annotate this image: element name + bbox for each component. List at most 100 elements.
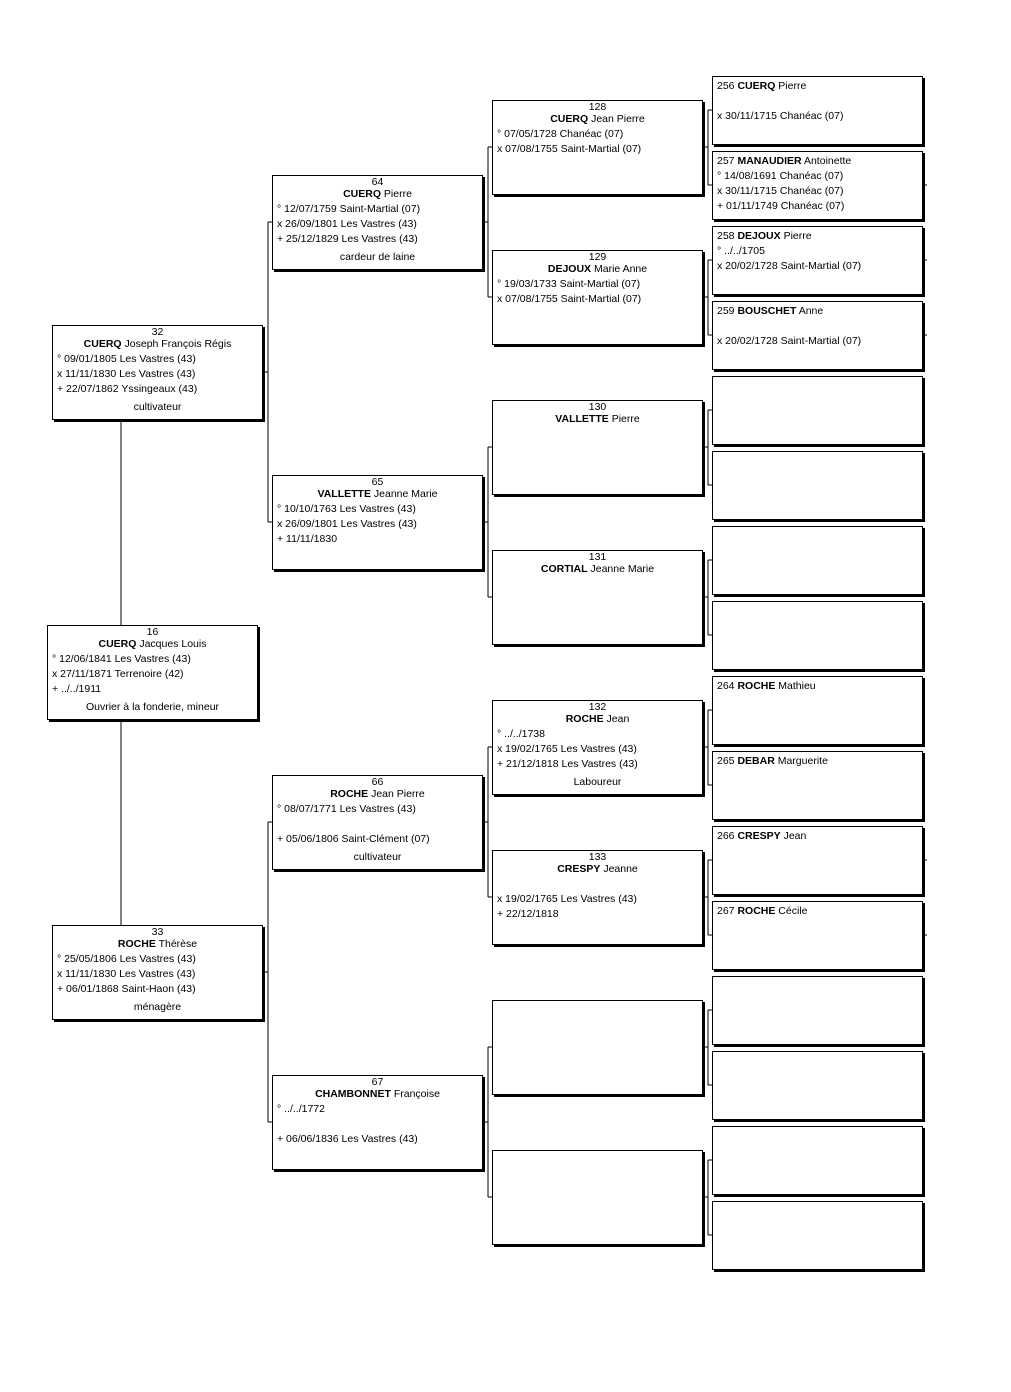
sosa-number: 131 — [588, 551, 607, 563]
person-card-33[interactable]: 33 ROCHE Thérèse ° 25/05/1806 Les Vastre… — [52, 925, 263, 1020]
surname: CHAMBONNET — [315, 1088, 391, 1100]
profession: Ouvrier à la fonderie, mineur — [85, 701, 220, 713]
birth-line: ° ../../1772 — [277, 1103, 325, 1115]
person-card-64[interactable]: 64 CUERQ Pierre ° 12/07/1759 Saint-Marti… — [272, 175, 483, 270]
marriage-line: x 07/08/1755 Saint-Martial (07) — [497, 293, 642, 305]
person-card-266[interactable]: 266 CRESPY Jean — [712, 826, 923, 895]
given-name: Jean — [606, 713, 630, 725]
person-card-empty-134[interactable] — [492, 1000, 703, 1095]
empty-line — [713, 95, 922, 107]
person-name: ROCHE Thérèse — [53, 938, 262, 950]
given-name: Marguerite — [777, 755, 828, 767]
person-card-empty-260[interactable] — [712, 376, 923, 445]
person-card-130[interactable]: 130 VALLETTE Pierre — [492, 400, 703, 495]
person-card-empty-271[interactable] — [712, 1201, 923, 1270]
surname: CUERQ — [550, 113, 589, 125]
marriage-line: x 26/09/1801 Les Vastres (43) — [277, 518, 417, 530]
person-card-265[interactable]: 265 DEBAR Marguerite — [712, 751, 923, 820]
birth-line: ° 07/05/1728 Chanéac (07) — [497, 128, 624, 140]
person-header: 266 CRESPY Jean — [713, 830, 922, 842]
marriage-line: x 20/02/1728 Saint-Martial (07) — [717, 260, 862, 272]
person-card-256[interactable]: 256 CUERQ Pierre x 30/11/1715 Chanéac (0… — [712, 76, 923, 145]
person-name: CORTIAL Jeanne Marie — [493, 563, 702, 575]
given-name: Françoise — [393, 1088, 440, 1100]
given-name: Marie Anne — [593, 263, 648, 275]
surname: ROCHE — [330, 788, 369, 800]
person-card-259[interactable]: 259 BOUSCHET Anne x 20/02/1728 Saint-Mar… — [712, 301, 923, 370]
person-name: CUERQ Jean Pierre — [493, 113, 702, 125]
marriage-line: x 30/11/1715 Chanéac (07) — [717, 110, 844, 122]
person-card-empty-135[interactable] — [492, 1150, 703, 1245]
given-name: Jeanne Marie — [590, 563, 655, 575]
given-name: Jeanne Marie — [373, 488, 438, 500]
marriage-line: x 20/02/1728 Saint-Martial (07) — [717, 335, 862, 347]
person-card-16[interactable]: 16 CUERQ Jacques Louis ° 12/06/1841 Les … — [47, 625, 258, 720]
marriage-line: x 30/11/1715 Chanéac (07) — [717, 185, 844, 197]
person-header: 256 CUERQ Pierre — [713, 80, 922, 92]
person-card-258[interactable]: 258 DEJOUX Pierre ° ../../1705 x 20/02/1… — [712, 226, 923, 295]
person-card-257[interactable]: 257 MANAUDIER Antoinette ° 14/08/1691 Ch… — [712, 151, 923, 220]
person-card-264[interactable]: 264 ROCHE Mathieu — [712, 676, 923, 745]
given-name: Jeanne — [603, 863, 638, 875]
birth-line: ° 12/06/1841 Les Vastres (43) — [52, 653, 191, 665]
given-name: Jacques Louis — [139, 638, 207, 650]
surname: CRESPY — [557, 863, 601, 875]
person-card-128[interactable]: 128 CUERQ Jean Pierre ° 07/05/1728 Chané… — [492, 100, 703, 195]
given-name: Joseph François Régis — [124, 338, 232, 350]
person-card-empty-268[interactable] — [712, 976, 923, 1045]
person-card-empty-270[interactable] — [712, 1126, 923, 1195]
profession: cardeur de laine — [339, 251, 416, 263]
person-card-65[interactable]: 65 VALLETTE Jeanne Marie ° 10/10/1763 Le… — [272, 475, 483, 570]
given-name: Thérèse — [158, 938, 198, 950]
birth-line: ° 08/07/1771 Les Vastres (43) — [277, 803, 416, 815]
death-line: + ../../1911 — [52, 683, 102, 695]
sosa-number: 259 — [717, 305, 735, 317]
sosa-number: 67 — [371, 1076, 384, 1088]
birth-line: ° ../../1738 — [497, 728, 545, 740]
surname: CUERQ — [98, 638, 137, 650]
death-line: + 05/06/1806 Saint-Clément (07) — [277, 833, 430, 845]
empty-line — [493, 878, 702, 890]
surname: MANAUDIER — [737, 155, 802, 167]
person-card-67[interactable]: 67 CHAMBONNET Françoise ° ../../1772 + 0… — [272, 1075, 483, 1170]
profession: cultivateur — [133, 401, 182, 413]
sosa-number: 258 — [717, 230, 735, 242]
empty-line — [713, 320, 922, 332]
given-name: Jean Pierre — [591, 113, 645, 125]
sosa-number: 266 — [717, 830, 735, 842]
sosa-number: 133 — [588, 851, 607, 863]
person-card-133[interactable]: 133 CRESPY Jeanne x 19/02/1765 Les Vastr… — [492, 850, 703, 945]
birth-line: ° 10/10/1763 Les Vastres (43) — [277, 503, 416, 515]
person-card-66[interactable]: 66 ROCHE Jean Pierre ° 08/07/1771 Les Va… — [272, 775, 483, 870]
birth-line: ° 14/08/1691 Chanéac (07) — [717, 170, 844, 182]
person-name: DEJOUX Marie Anne — [493, 263, 702, 275]
given-name: Antoinette — [803, 155, 852, 167]
surname: ROCHE — [565, 713, 604, 725]
person-name: CRESPY Jeanne — [493, 863, 702, 875]
given-name: Pierre — [778, 80, 807, 92]
person-card-empty-263[interactable] — [712, 601, 923, 670]
person-card-32[interactable]: 32 CUERQ Joseph François Régis ° 09/01/1… — [52, 325, 263, 420]
death-line: + 11/11/1830 — [277, 533, 338, 545]
person-card-empty-269[interactable] — [712, 1051, 923, 1120]
given-name: Anne — [798, 305, 824, 317]
sosa-number: 132 — [588, 701, 607, 713]
marriage-line: x 19/02/1765 Les Vastres (43) — [497, 743, 637, 755]
sosa-number: 32 — [151, 326, 164, 338]
marriage-line: x 11/11/1830 Les Vastres (43) — [57, 968, 196, 980]
person-card-267[interactable]: 267 ROCHE Cécile — [712, 901, 923, 970]
given-name: Mathieu — [778, 680, 816, 692]
marriage-line: x 19/02/1765 Les Vastres (43) — [497, 893, 637, 905]
surname: ROCHE — [737, 680, 776, 692]
sosa-number: 267 — [717, 905, 735, 917]
person-header: 264 ROCHE Mathieu — [713, 680, 922, 692]
person-card-empty-261[interactable] — [712, 451, 923, 520]
person-card-132[interactable]: 132 ROCHE Jean ° ../../1738 x 19/02/1765… — [492, 700, 703, 795]
surname: CUERQ — [343, 188, 381, 200]
person-card-empty-262[interactable] — [712, 526, 923, 595]
sosa-number: 130 — [588, 401, 607, 413]
death-line: + 22/07/1862 Yssingeaux (43) — [57, 383, 198, 395]
surname: BOUSCHET — [737, 305, 797, 317]
person-card-131[interactable]: 131 CORTIAL Jeanne Marie — [492, 550, 703, 645]
person-card-129[interactable]: 129 DEJOUX Marie Anne ° 19/03/1733 Saint… — [492, 250, 703, 345]
